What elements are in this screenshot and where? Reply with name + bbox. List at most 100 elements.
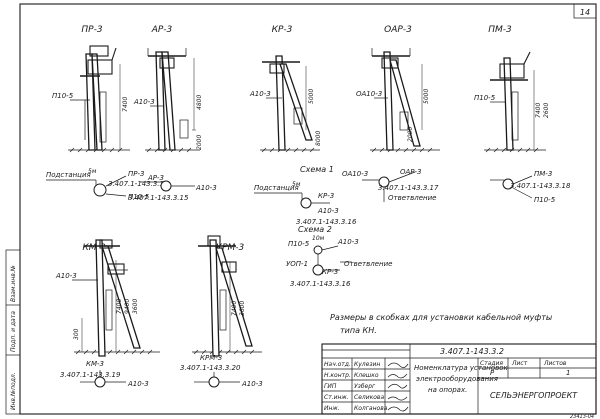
oar3-side-label: ОА10-3 [356,90,382,98]
oar3-mark-b: ОА10-3 [342,170,368,178]
scheme2-mark-d: КР-3 [322,268,338,276]
krm3-doc: 3.407.1-143.3.20 [180,364,241,372]
pm3-height-b: 2600 [543,103,550,118]
caption-line-3: на опорах. [428,386,467,394]
pr3-title: ПР-3 [81,25,102,35]
oar3-height-a: 5000 [423,89,430,104]
kr3-mark-b: А10-3 [317,207,339,215]
caption-line-2: электрооборудования [416,375,498,383]
pr3-side-label: П10-5 [52,92,74,100]
ar3-mark-a: АР-3 [147,174,164,182]
role-1: Н.контр. [324,372,351,379]
scheme2-mark-c: УОП-1 [286,260,308,268]
scheme2-doc: 3.407.1-143.3.16 [290,280,351,288]
sheets-header: Листов [543,360,567,367]
kr3-substation: Подстанция [254,184,299,192]
pm3-side-label: П10-5 [474,94,496,102]
ar3-side-label: А10-3 [133,98,155,106]
signature-3 [387,396,408,401]
diagram-scheme2: Схема 2 П10-5 А10-3 10м УОП-1 КР-3 3.407… [286,225,392,288]
pr3-doc: 3.407.1-143.3.14 [108,180,168,188]
title-block: 3.407.1-143.3.2 Нач.отд. Н.контр. ГИП Ст… [321,343,597,415]
pm3-title: ПМ-3 [488,25,512,35]
side-stamp-c3: Взам.инв.№ [10,265,17,302]
pr3-mark-a: ПР-3 [128,170,144,178]
diagram-ar3: АР-3 А10-3 4800 2000 АР-3 А10-3 3.407.1-… [128,25,217,202]
pm3-mark-b: П10-5 [534,196,556,204]
km3-title: КМ-3 [82,243,105,253]
pm3-mark-a: ПМ-3 [534,170,552,178]
pr3-height: 7400 [122,97,129,112]
krm3-height-a: 7400 [231,301,238,316]
signature-4 [387,406,409,412]
oar3-doc: 3.407.1-143.3.17 [378,184,439,192]
stage-value: Р [490,369,495,377]
ar3-mark-b: А10-3 [195,184,217,192]
bottom-code: 23413-04 [570,414,594,419]
km3-doc: 3.407.1-143.3.19 [60,371,121,379]
sheet-header: Лист [511,360,528,367]
pr3-substation: Подстанция [46,171,91,179]
km3-mark: КМ-3 [86,360,104,368]
caption-line-1: Номенклатура установок [414,364,509,372]
scheme2-title: Схема 2 [298,225,332,234]
krm3-height-b: 3600 [239,301,246,316]
side-stamp-c2: Подп. и дата [10,311,17,352]
role-4: Инж. [324,405,340,412]
oar3-mark-a: ОАР-3 [400,168,422,176]
kr3-doc: 3.407.1-143.3.16 [296,218,357,226]
kr3-title: КР-3 [272,25,293,35]
ar3-title: АР-3 [151,25,173,35]
name-3: Селикова [354,394,384,401]
scheme2-mark-b: А10-3 [337,238,359,246]
name-2: Узберг [354,383,376,390]
diagram-pm3: ПМ-3 П10-5 7400 2600 ПМ-3 3.407.1-143.3.… [474,25,571,204]
diagram-oar3: ОАР-3 ОА10-3 5000 2000 ОА10-3 ОАР-3 3.40… [342,25,440,202]
side-stamp-frame [5,249,21,415]
oar3-title: ОАР-3 [384,25,412,35]
kr3-height-a: 5000 [308,89,315,104]
ar3-height-b: 2000 [196,135,203,150]
organization: СЕЛЬЭНЕРГОПРОЕКТ [490,391,578,400]
role-3: Ст.инж. [324,394,349,401]
diagram-km3: КМ-3 А10-3 7400 9400 3600 300 КМ-3 3.407… [55,239,160,388]
scheme2-branch: Ответвление [344,260,392,268]
ar3-doc: 3.407.1-143.3.15 [128,194,189,202]
km3-dim-300: 300 [73,328,80,340]
signature-1 [387,373,408,379]
km3-height-c: 3600 [132,299,139,314]
sheet-number: 14 [580,8,590,17]
oar3-height-b: 2000 [407,127,414,142]
kr3-dist: 5м [292,181,301,188]
kr3-height-b: 8000 [315,131,322,146]
role-2: ГИП [324,383,337,390]
stage-header: Стадия [480,360,503,367]
note-line-1: Размеры в скобках для установки кабельно… [330,313,552,322]
side-stamp-c1: Инв.№подл. [10,372,17,410]
pm3-height-a: 7400 [535,103,542,118]
kr3-side-label: А10-3 [249,90,271,98]
pm3-doc: 3.407.1-143.3.18 [510,182,571,190]
scheme2-dist: 10м [312,235,325,242]
pr3-dist: 5м [88,168,97,175]
role-0: Нач.отд. [324,361,351,368]
krm3-mark-b: А10-3 [241,380,263,388]
scheme2-mark-a: П10-5 [288,240,310,248]
name-4: Колганова [354,405,388,412]
sheets-value: 1 [566,369,570,377]
signature-0 [387,362,409,368]
krm3-title: КРМ-3 [216,243,245,253]
km3-side-label: А10-3 [55,272,77,280]
oar3-branch: Ответвление [388,194,436,202]
sheet-frame [19,3,597,415]
km3-mark-b: А10-3 [127,380,149,388]
name-0: Кулезин [354,361,380,368]
diagram-kr3: КР-3 А10-3 5000 8000 Схема 1 Подстанция … [249,25,357,226]
km3-height-a: 7400 [116,299,123,314]
kr3-scheme1: Схема 1 [300,165,334,174]
ar3-height-a: 4800 [196,95,203,110]
sheet-number-box [573,3,597,19]
kr3-mark-a: КР-3 [318,192,334,200]
km3-height-b: 9400 [124,299,131,314]
